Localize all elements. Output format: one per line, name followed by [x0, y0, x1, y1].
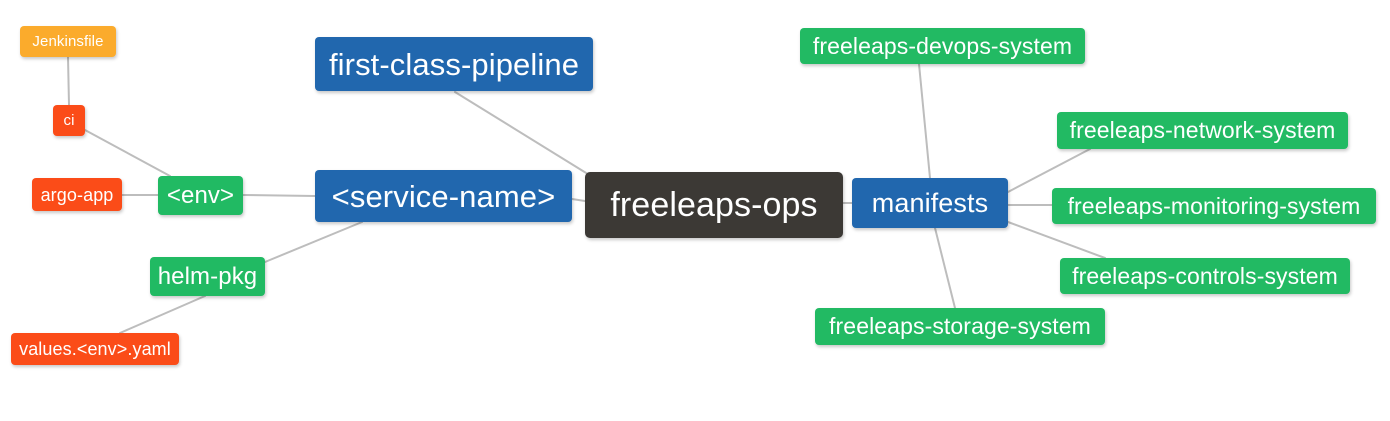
node-manifests[interactable]: manifests	[852, 178, 1008, 228]
edge-root-first-class-pipeline	[454, 91, 592, 177]
edge-ci-jenkinsfile	[67, 56, 70, 106]
edge-manifests-devops-system	[918, 63, 931, 179]
node-root-freeleaps-ops[interactable]: freeleaps-ops	[585, 172, 843, 238]
node-label: <service-name>	[331, 178, 556, 214]
node-label: freeleaps-ops	[610, 186, 818, 224]
node-label: ci	[63, 112, 75, 129]
node-label: first-class-pipeline	[328, 46, 580, 82]
node-values-env-yaml[interactable]: values.<env>.yaml	[11, 333, 179, 365]
edge-helm-pkg-values-yaml	[119, 295, 206, 334]
edge-root-service-name	[571, 198, 586, 202]
node-env[interactable]: <env>	[158, 176, 243, 215]
node-label: values.<env>.yaml	[19, 339, 171, 359]
node-argo-app[interactable]: argo-app	[32, 178, 122, 211]
node-ci[interactable]: ci	[53, 105, 85, 136]
edge-env-ci	[84, 129, 171, 177]
node-label: freeleaps-devops-system	[812, 32, 1073, 59]
node-label: manifests	[871, 187, 989, 218]
node-label: <env>	[166, 181, 235, 209]
node-label: freeleaps-monitoring-system	[1067, 192, 1361, 219]
node-freeleaps-monitoring-system[interactable]: freeleaps-monitoring-system	[1052, 188, 1376, 224]
node-first-class-pipeline[interactable]: first-class-pipeline	[315, 37, 593, 91]
node-freeleaps-storage-system[interactable]: freeleaps-storage-system	[815, 308, 1105, 345]
node-freeleaps-controls-system[interactable]: freeleaps-controls-system	[1060, 258, 1350, 294]
node-jenkinsfile[interactable]: Jenkinsfile	[20, 26, 116, 57]
node-label: freeleaps-network-system	[1069, 117, 1336, 143]
node-label: helm-pkg	[157, 262, 258, 290]
node-service-name[interactable]: <service-name>	[315, 170, 572, 222]
edge-manifests-network-system	[1007, 148, 1091, 193]
node-label: freeleaps-controls-system	[1072, 262, 1338, 289]
node-label: argo-app	[40, 184, 114, 205]
edge-service-name-env	[242, 194, 316, 197]
edge-manifests-storage-system	[934, 227, 956, 309]
node-freeleaps-devops-system[interactable]: freeleaps-devops-system	[800, 28, 1085, 64]
node-freeleaps-network-system[interactable]: freeleaps-network-system	[1057, 112, 1348, 149]
edge-service-name-helm-pkg	[264, 221, 363, 263]
node-label: Jenkinsfile	[32, 33, 104, 50]
edge-manifests-controls-system	[1007, 221, 1106, 259]
node-helm-pkg[interactable]: helm-pkg	[150, 257, 265, 296]
node-label: freeleaps-storage-system	[829, 313, 1091, 339]
